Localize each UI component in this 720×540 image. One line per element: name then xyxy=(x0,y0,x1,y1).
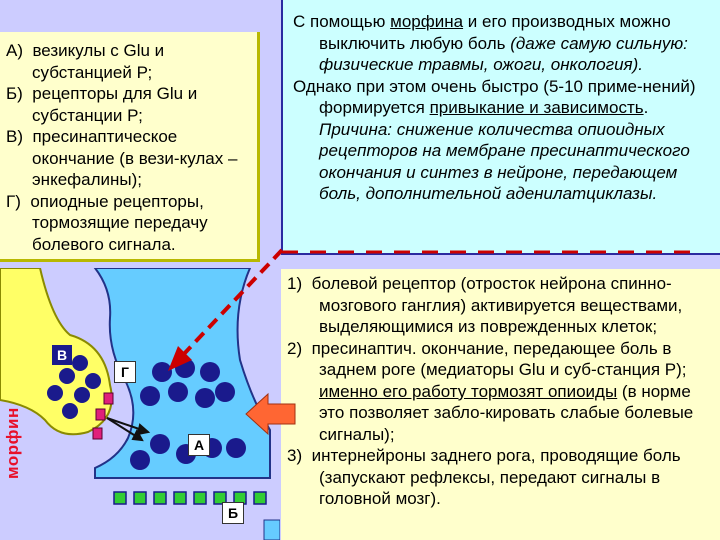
pathway-text: интернейроны заднего рога, проводящие бо… xyxy=(311,446,681,508)
label-b: Б xyxy=(222,502,244,524)
legend-marker: Г) xyxy=(6,191,21,211)
legend-item-v: В) пресинаптическое окончание (в вези-ку… xyxy=(6,126,251,191)
pathway-text: (в норме это позволяет забло-кировать сл… xyxy=(319,381,694,444)
label-v: В xyxy=(52,345,72,365)
legend-text: опиодные рецепторы, тормозящие передачу … xyxy=(30,191,208,254)
text-run: и его производных можно выключить любую … xyxy=(319,12,671,53)
legend-text: везикулы с Glu и субстанцией Р; xyxy=(32,41,165,82)
text-run-italic: Причина: снижение количества опиоидных р… xyxy=(319,119,690,204)
text-run-italic: (даже самую сильную: физические травмы, … xyxy=(319,33,688,75)
tolerance-term: привыкание и зависимость xyxy=(429,98,644,117)
legend-marker: А) xyxy=(6,41,23,60)
pathway-box: 1) болевой рецептор (отросток нейрона сп… xyxy=(281,269,720,540)
label-morphine: морфин xyxy=(3,407,22,479)
legend-item-g: Г) опиодные рецепторы, тормозящие переда… xyxy=(6,191,251,256)
morphine-info-box: С помощью морфина и его производных можн… xyxy=(281,0,720,255)
glu-vesicles xyxy=(130,358,246,470)
lower-neuron-edge xyxy=(263,519,280,540)
text-run: С помощью xyxy=(293,12,391,31)
legend-text: рецепторы для Glu и субстанции Р; xyxy=(32,84,198,125)
glu-receptors xyxy=(113,491,267,505)
legend-marker: Б) xyxy=(6,84,23,103)
pathway-marker: 3) xyxy=(287,446,303,465)
legend-marker: В) xyxy=(6,127,23,146)
text-run: . xyxy=(643,98,649,117)
morphine-term: морфина xyxy=(390,12,464,31)
legend-box: А) везикулы с Glu и субстанцией Р; Б) ре… xyxy=(0,32,260,262)
text-run: Однако при этом очень быстро (5-10 приме… xyxy=(293,76,696,118)
pathway-marker: 2) xyxy=(287,338,303,358)
label-a: А xyxy=(188,434,210,456)
pathway-item-1: 1) болевой рецептор (отросток нейрона сп… xyxy=(287,273,714,338)
morphine-paragraph: С помощью морфина и его производных можн… xyxy=(289,11,714,76)
tolerance-paragraph: Однако при этом очень быстро (5-10 приме… xyxy=(289,76,714,205)
label-g: Г xyxy=(114,361,136,383)
opioid-receptors xyxy=(92,392,114,440)
synapse-diagram xyxy=(0,268,280,540)
pathway-item-2: 2) пресинаптич. окончание, передающее бо… xyxy=(287,338,714,446)
pathway-text: пресинаптич. окончание, передающее боль … xyxy=(311,338,687,380)
legend-item-b: Б) рецепторы для Glu и субстанции Р; xyxy=(6,83,251,126)
pathway-item-3: 3) интернейроны заднего рога, проводящие… xyxy=(287,445,714,510)
pathway-text-underlined: именно его работу тормозят опиоиды xyxy=(319,381,618,401)
pathway-text: болевой рецептор (отросток нейрона спинн… xyxy=(311,274,683,336)
pathway-marker: 1) xyxy=(287,274,303,293)
signal-arrows xyxy=(106,417,151,442)
legend-item-a: А) везикулы с Glu и субстанцией Р; xyxy=(6,40,251,83)
legend-text: пресинаптическое окончание (в вези-кулах… xyxy=(32,127,238,189)
